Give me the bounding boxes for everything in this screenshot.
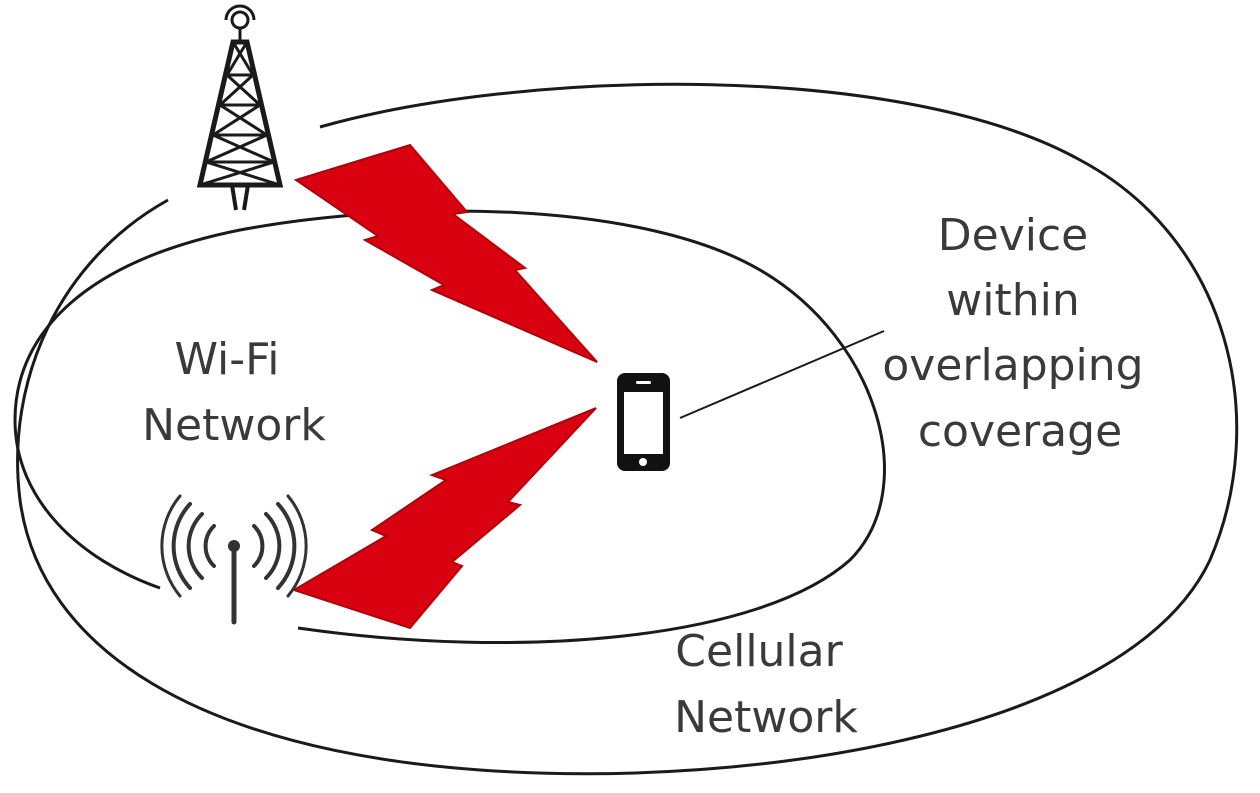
device-label: Device within overlapping coverage <box>882 210 1157 457</box>
cellular-label-line: Network <box>674 692 858 743</box>
device-label-line: overlapping <box>882 340 1143 391</box>
wifi-label-line: Wi-Fi <box>175 334 280 385</box>
smartphone-icon <box>617 373 670 471</box>
device-leader-line <box>679 330 885 419</box>
cellular-coverage-boundary <box>16 82 1239 776</box>
cellular-signal-bolt <box>293 143 598 363</box>
cell-tower-icon <box>196 4 284 211</box>
wifi-network-label: Wi-Fi Network <box>142 334 326 451</box>
cellular-label-line: Cellular <box>675 626 843 677</box>
device-label-line: Device <box>938 210 1088 261</box>
wifi-antenna-icon <box>160 494 308 625</box>
wifi-label-line: Network <box>142 400 326 451</box>
wifi-signal-bolt <box>291 407 597 630</box>
cellular-network-label: Cellular Network <box>674 626 858 743</box>
wifi-coverage-boundary <box>13 209 886 644</box>
device-label-line: coverage <box>918 406 1122 457</box>
device-label-line: within <box>946 275 1079 326</box>
